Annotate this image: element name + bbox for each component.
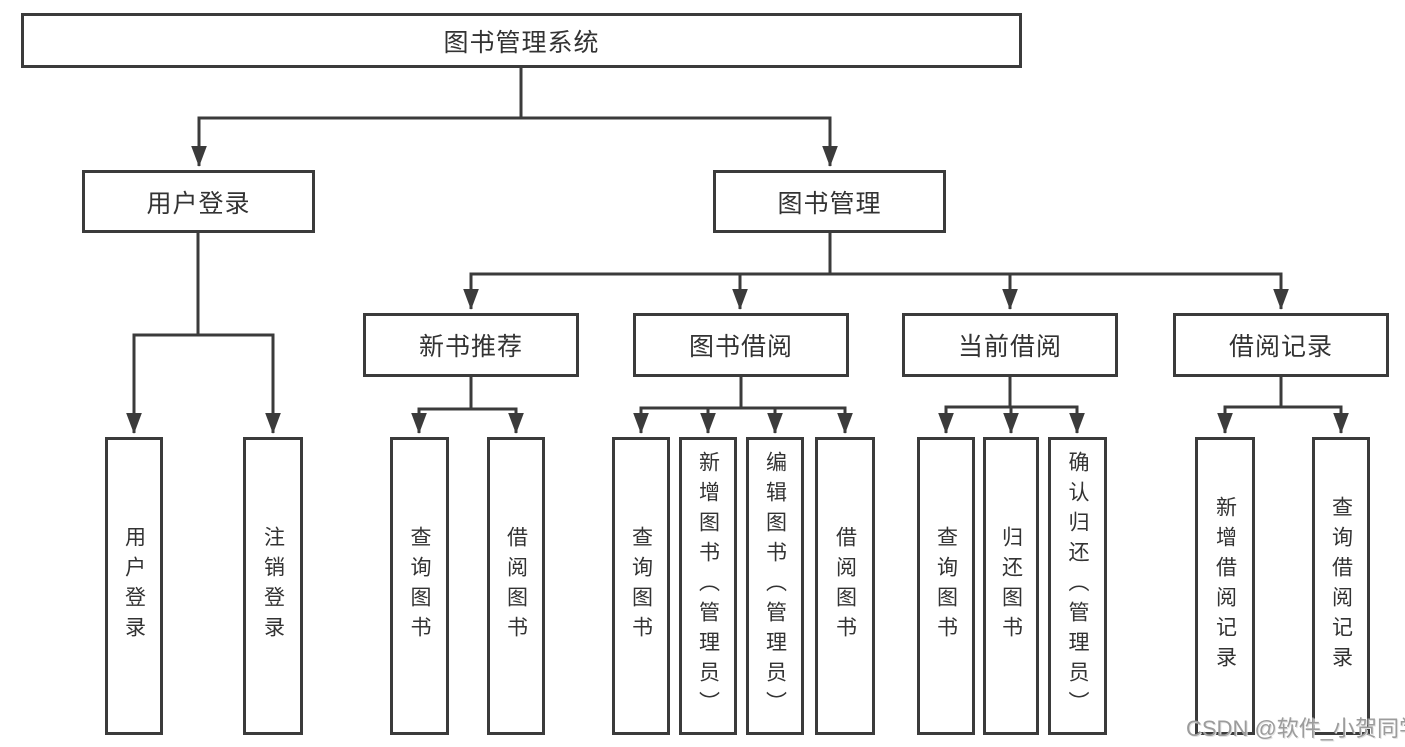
csdn-watermark: CSDN @软件_小贺同学 [1186,716,1405,741]
connector-rec-to-leaves [411,377,524,434]
leaf-add-borrow-record: 新增借阅记录 [1195,437,1255,735]
node-user-login: 用户登录 [82,170,315,233]
node-label: 借阅记录 [1228,333,1333,361]
leaf-label: 归还图书 [999,526,1023,646]
leaf-label: 借阅图书 [833,526,857,646]
node-label: 图书管理系统 [443,28,600,57]
connector-login-to-leaves [126,233,281,434]
leaf-label: 借阅图书 [504,526,528,646]
leaf-return-books: 归还图书 [983,437,1039,735]
node-book-management: 图书管理 [713,170,946,233]
node-current-borrowing: 当前借阅 [902,313,1118,377]
node-label: 新书推荐 [418,333,523,361]
leaf-label: 确认归还（管理员） [1066,451,1089,721]
node-borrowing-records: 借阅记录 [1173,313,1389,377]
node-label: 图书借阅 [688,333,793,361]
connector-borrow-to-leaves [633,377,853,434]
leaf-label: 编辑图书（管理员） [763,451,787,721]
node-label: 当前借阅 [957,333,1062,361]
leaf-query-borrow-record: 查询借阅记录 [1312,437,1370,735]
leaf-label: 新增图书（管理员） [696,451,720,721]
leaf-label: 注销登录 [261,526,285,646]
node-new-book-recommendation: 新书推荐 [363,313,579,377]
leaf-user-login: 用户登录 [105,437,163,735]
leaf-borrow-books: 借阅图书 [815,437,875,735]
leaf-add-books-admin: 新增图书（管理员） [679,437,737,735]
connector-records-to-leaves [1217,377,1349,434]
leaf-label: 查询图书 [629,526,653,646]
connector-root-to-level2 [191,68,838,167]
leaf-label: 用户登录 [122,526,146,646]
leaf-query-books: 查询图书 [917,437,975,735]
leaf-query-books: 查询图书 [612,437,670,735]
leaf-confirm-return-admin: 确认归还（管理员） [1048,437,1107,735]
leaf-label: 查询图书 [408,526,431,646]
leaf-label: 查询图书 [934,526,958,646]
node-label: 用户登录 [146,189,251,218]
node-label: 图书管理 [777,189,882,218]
connector-current-to-leaves [938,377,1085,434]
leaf-logout: 注销登录 [243,437,303,735]
leaf-borrow-books: 借阅图书 [487,437,545,735]
node-library-management-system: 图书管理系统 [21,13,1022,68]
node-book-borrowing: 图书借阅 [633,313,849,377]
leaf-label: 新增借阅记录 [1213,496,1237,676]
leaf-query-books: 查询图书 [390,437,449,735]
connector-mgmt-to-level3 [463,233,1289,310]
leaf-label: 查询借阅记录 [1329,496,1353,676]
leaf-edit-books-admin: 编辑图书（管理员） [746,437,804,735]
